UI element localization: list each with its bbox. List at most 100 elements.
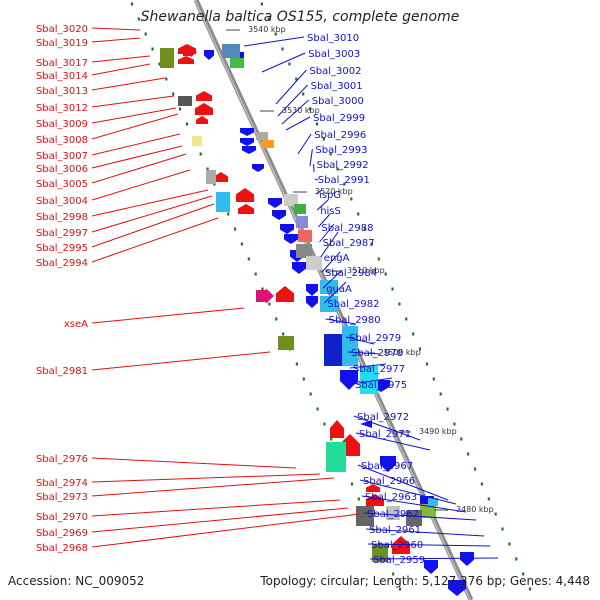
gene-arrow-forward	[183, 46, 197, 58]
tick-dot	[405, 317, 408, 321]
tick-dot	[467, 452, 470, 456]
leader-line	[277, 84, 308, 117]
gene-label: Sbal_3012	[36, 103, 88, 114]
tick-dot	[185, 122, 189, 126]
tick-dot	[268, 302, 271, 306]
gene-box	[256, 132, 268, 140]
tick-dot	[260, 2, 264, 6]
gene-arrow-forward	[256, 288, 274, 304]
gene-box	[420, 504, 436, 518]
tick-dot	[398, 587, 402, 591]
leader-line	[322, 269, 343, 289]
gene-box	[230, 58, 244, 68]
tick-dot	[391, 287, 394, 291]
gene-box	[178, 96, 192, 106]
gene-arrow-reverse	[204, 50, 214, 60]
leader-line	[369, 557, 499, 560]
gene-label: Sbal_3014	[36, 71, 88, 82]
gene-label: Sbal_2959	[373, 555, 425, 566]
leader-line	[91, 77, 166, 91]
tick-dot	[295, 362, 299, 366]
leader-line	[359, 479, 457, 505]
gene-box	[278, 336, 294, 350]
leader-line	[91, 55, 151, 63]
tick-dot	[137, 17, 140, 21]
gene-label: Sbal_2970	[36, 512, 88, 523]
gene-label: Sbal_2992	[317, 160, 369, 171]
gene-box	[306, 256, 322, 270]
tick-dot	[295, 77, 298, 81]
gene-label: Sbal_3010	[307, 33, 359, 44]
gene-label: Sbal_2979	[349, 333, 401, 344]
gene-box	[294, 204, 306, 214]
gene-label: Sbal_2962	[367, 509, 419, 520]
gene-arrow-reverse	[292, 262, 306, 274]
gene-label: Sbal_2967	[361, 461, 413, 472]
tick-dot	[370, 242, 374, 246]
tick-dot	[261, 287, 264, 291]
tick-dot	[480, 482, 484, 486]
gene-box	[320, 296, 338, 312]
gene-arrow-forward	[196, 116, 208, 124]
gene-label: Sbal_3002	[309, 66, 361, 77]
tick-dot	[172, 92, 175, 96]
gene-box	[160, 48, 174, 68]
tick-dot	[384, 272, 387, 276]
leader-line	[318, 213, 331, 228]
tick-dot	[275, 317, 278, 321]
map-title: Shewanella baltica OS155, complete genom…	[140, 9, 460, 25]
gene-label: Sbal_3020	[36, 24, 88, 35]
leader-line	[321, 251, 341, 273]
leader-line	[357, 464, 449, 501]
gene-label: Sbal_3003	[308, 49, 360, 60]
gene-label: Sbal_3013	[36, 86, 88, 97]
leader-line	[91, 457, 297, 469]
tick-dot	[233, 227, 237, 231]
tick-dot	[323, 422, 326, 426]
kbp-label: 3510 kbp	[347, 266, 385, 275]
leader-line	[363, 512, 477, 521]
leader-line	[91, 195, 213, 233]
tick-dot	[487, 497, 490, 501]
gene-label: Sbal_2998	[36, 212, 88, 223]
gene-label: Sbal_3009	[36, 119, 88, 130]
leader-line	[91, 473, 321, 483]
gene-box	[320, 280, 338, 294]
tick-dot	[247, 257, 250, 261]
gene-label: Sbal_2997	[36, 228, 88, 239]
leader-line	[367, 543, 491, 547]
tick-dot	[254, 272, 257, 276]
leader-line	[91, 203, 215, 248]
tick-dot	[392, 572, 395, 576]
leader-line	[353, 415, 421, 441]
gene-label: hisS	[320, 206, 341, 217]
tick-dot	[281, 47, 284, 51]
gene-arrow-reverse	[268, 198, 282, 208]
leader-line	[325, 318, 357, 325]
tick-dot	[302, 377, 305, 381]
gene-box	[296, 216, 308, 228]
tick-dot	[528, 587, 532, 591]
gene-arrow-reverse	[380, 456, 396, 472]
tick-dot	[199, 152, 202, 156]
gene-label: Sbal_2988	[321, 223, 373, 234]
tick-dot	[151, 47, 154, 51]
leader-line	[91, 351, 271, 371]
tick-dot	[398, 302, 401, 306]
gene-label: Sbal_2973	[36, 492, 88, 503]
tick-dot	[206, 167, 209, 171]
gene-label: Sbal_2980	[329, 315, 381, 326]
gene-label: Sbal_2966	[363, 476, 415, 487]
kbp-label: 3540 kbp	[248, 25, 286, 34]
leader-line	[91, 37, 141, 43]
gene-box	[262, 140, 274, 148]
gene-box	[356, 506, 374, 526]
gene-features	[160, 44, 474, 596]
leader-line	[324, 281, 347, 304]
label-leader-lines	[91, 27, 499, 560]
leader-line	[365, 528, 485, 537]
gene-arrow-forward	[178, 56, 194, 64]
tick-dot	[501, 527, 504, 531]
